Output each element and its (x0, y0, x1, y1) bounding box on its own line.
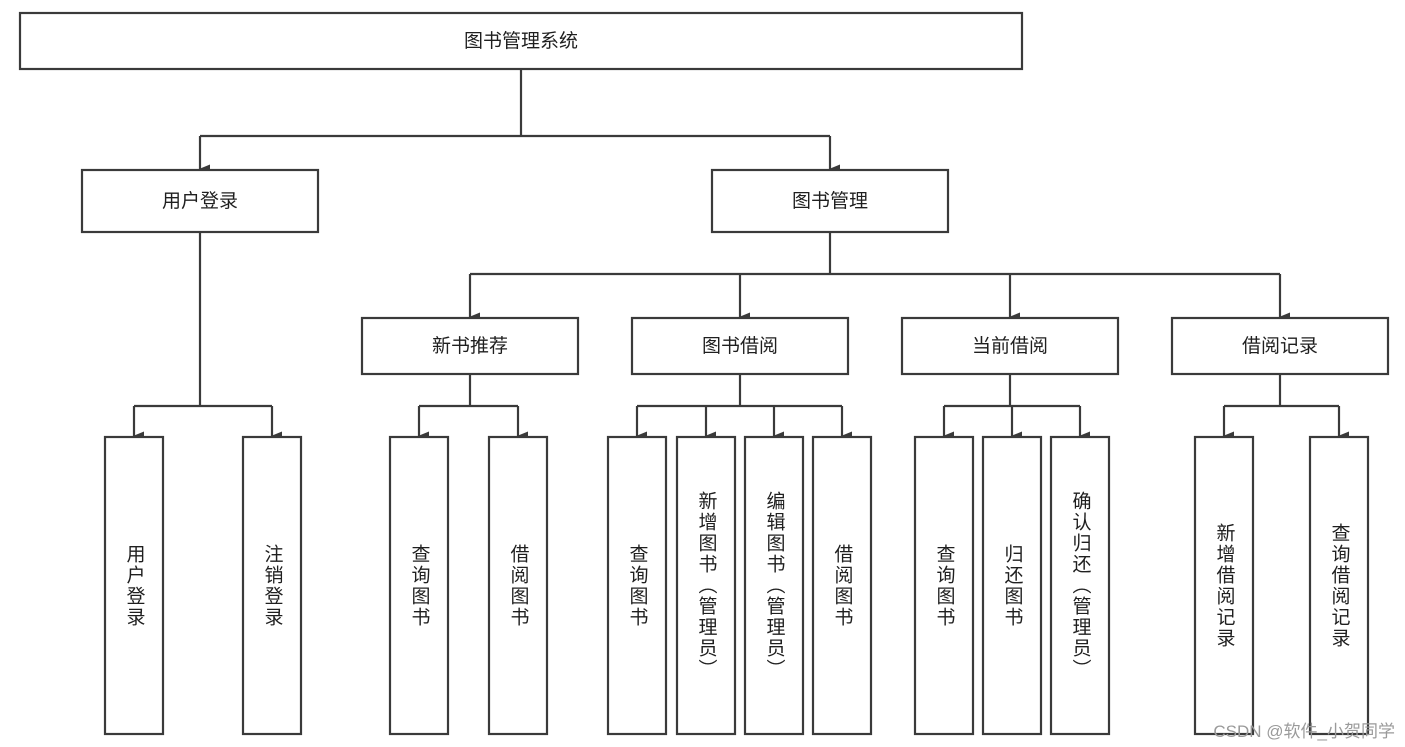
node-label-book-manage: 图书管理 (792, 190, 868, 212)
node-boxes (18, 11, 1390, 736)
node-label-borrow-record: 借阅记录 (1242, 335, 1318, 357)
node-box-new-book-recommend[interactable] (360, 316, 580, 376)
node-box-current-borrow[interactable] (900, 316, 1120, 376)
node-box-root[interactable] (18, 11, 1024, 71)
node-box-leaf-borrow-book-2[interactable] (811, 435, 873, 736)
node-label-current-borrow: 当前借阅 (972, 335, 1048, 357)
node-label-user-login: 用户登录 (162, 190, 238, 212)
node-label-book-borrow: 图书借阅 (702, 335, 778, 357)
node-box-user-login[interactable] (80, 168, 320, 234)
node-box-leaf-borrow-book-1[interactable] (487, 435, 549, 736)
node-box-leaf-query-book-2[interactable] (606, 435, 668, 736)
node-box-leaf-edit-book[interactable] (743, 435, 805, 736)
node-box-leaf-query-book-1[interactable] (388, 435, 450, 736)
node-box-book-borrow[interactable] (630, 316, 850, 376)
node-box-leaf-confirm-return[interactable] (1049, 435, 1111, 736)
node-box-leaf-query-record[interactable] (1308, 435, 1370, 736)
csdn-watermark: CSDN @软件_小贺同学 (1213, 722, 1395, 741)
connector-edges (132, 69, 1349, 441)
node-box-book-manage[interactable] (710, 168, 950, 234)
node-box-borrow-record[interactable] (1170, 316, 1390, 376)
node-box-leaf-query-book-3[interactable] (913, 435, 975, 736)
node-box-leaf-add-record[interactable] (1193, 435, 1255, 736)
node-box-leaf-return-book[interactable] (981, 435, 1043, 736)
node-box-leaf-user-login[interactable] (103, 435, 165, 736)
node-box-leaf-add-book[interactable] (675, 435, 737, 736)
node-label-new-book-recommend: 新书推荐 (432, 335, 508, 357)
node-box-leaf-logout[interactable] (241, 435, 303, 736)
node-label-root: 图书管理系统 (464, 30, 578, 52)
